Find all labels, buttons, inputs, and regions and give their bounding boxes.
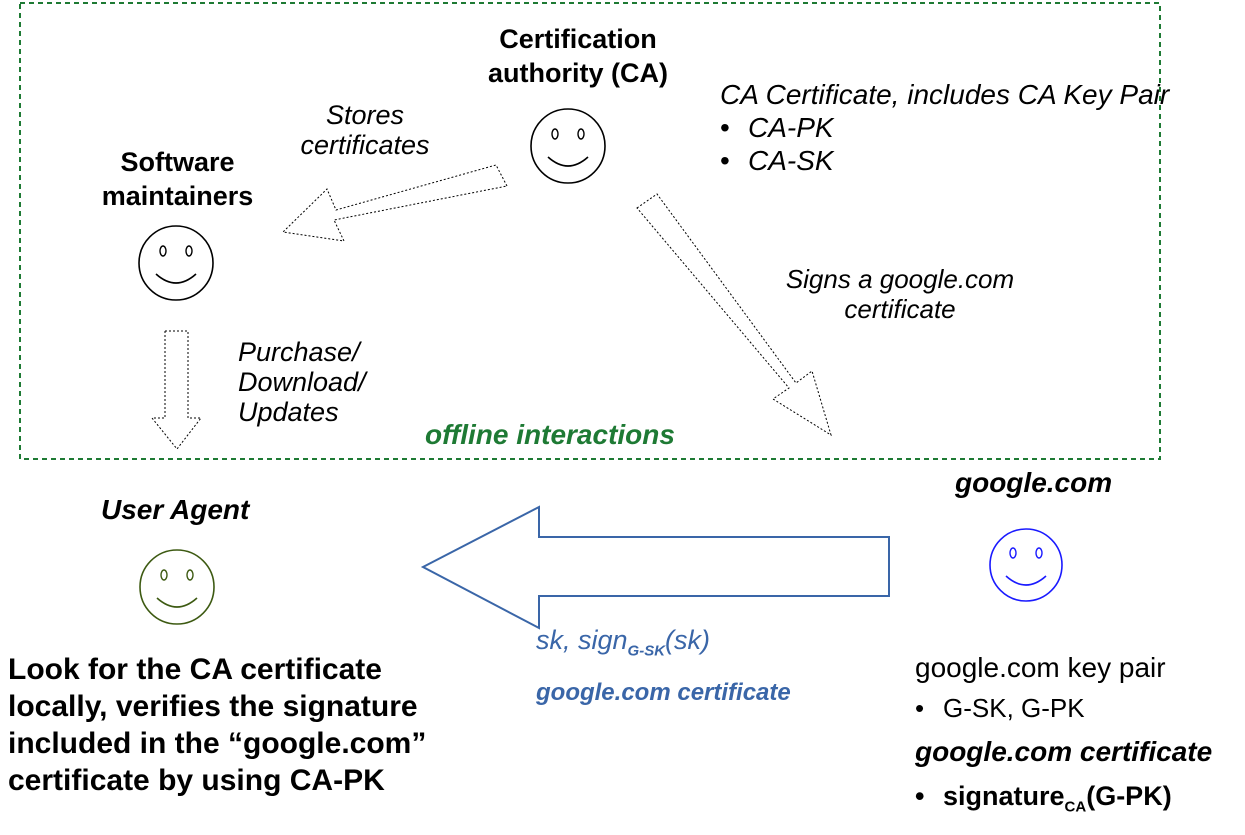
ca-key-item: CA-PK — [720, 111, 1200, 144]
maintainers-title: Software maintainers — [101, 147, 254, 211]
message-sk-subscript: G-SK — [627, 642, 666, 660]
maintainers-face-icon — [138, 225, 214, 301]
purchase-label: Purchase/ Download/ Updates — [238, 337, 366, 427]
google-title: google.com — [955, 467, 1113, 498]
message-arrow — [420, 505, 890, 630]
signs-label: Signs a google.com certificate — [785, 264, 1015, 324]
ca-key-item: CA-SK — [720, 144, 1200, 177]
signs-arrow — [636, 193, 832, 437]
user-agent-description: Look for the CA certificate locally, ver… — [8, 653, 427, 797]
google-certificate-heading: google.com certificate — [915, 736, 1213, 767]
message-cert-label: google.com certificate — [536, 679, 791, 706]
message-sk-label: sk, signG-SK(sk) — [536, 625, 711, 660]
ca-certificate-info: CA Certificate, includes CA Key Pair CA-… — [720, 78, 1200, 177]
ca-key-list: CA-PK CA-SK — [720, 111, 1200, 177]
user-agent-title: User Agent — [101, 494, 250, 525]
ca-title-line2: authority (CA) — [488, 58, 668, 88]
stores-arrow — [281, 164, 508, 242]
google-keypair-heading: google.com key pair — [915, 652, 1166, 683]
stores-label: Stores certificates — [300, 100, 430, 160]
user-agent-face-icon — [139, 549, 215, 625]
ca-title-line1: Certification — [499, 24, 657, 54]
google-keypair-list: G-SK, G-PK — [915, 688, 1240, 728]
offline-interactions-label: offline interactions — [425, 419, 675, 450]
ca-certificate-heading: CA Certificate, includes CA Key Pair — [720, 79, 1170, 110]
google-face-icon — [989, 528, 1063, 602]
offline-interactions-box — [19, 2, 1161, 460]
ca-title: Certification authority (CA) — [458, 22, 698, 90]
ca-face-icon — [530, 108, 606, 184]
google-keypair-item: G-SK, G-PK — [915, 688, 1240, 728]
purchase-arrow — [150, 330, 203, 450]
google-signature-list: signatureCA(G-PK) — [915, 776, 1240, 827]
google-signature-item: signatureCA(G-PK) — [915, 776, 1240, 827]
google-info: google.com key pair G-SK, G-PK google.co… — [915, 648, 1240, 827]
